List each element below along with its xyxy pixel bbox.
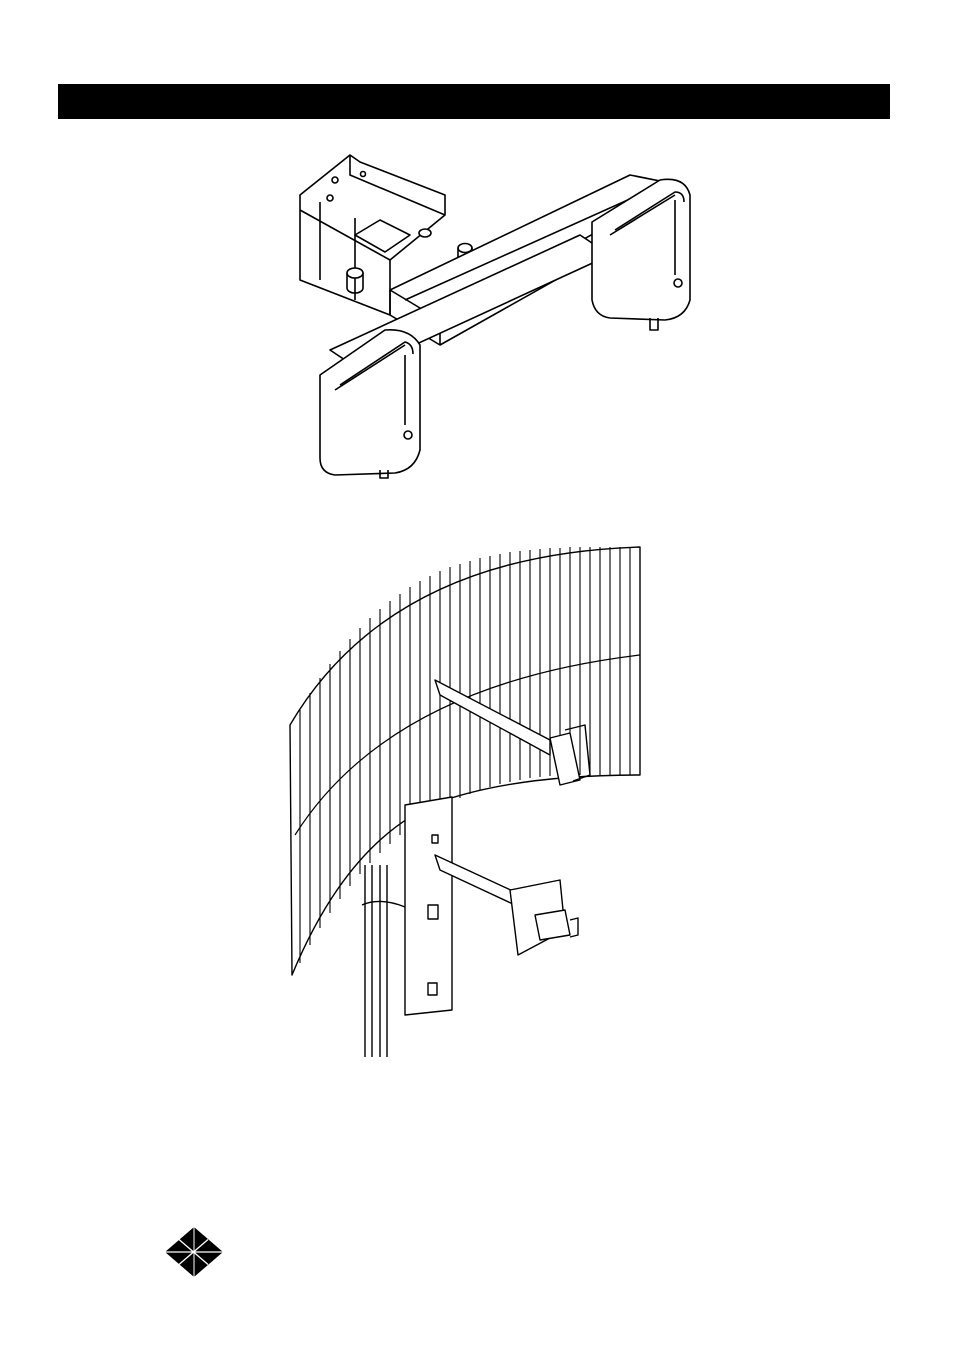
header-bar xyxy=(58,84,890,119)
bracket-assembly-illustration xyxy=(280,140,710,490)
grid-antenna-illustration xyxy=(270,535,660,1065)
black-box-diamond-logo xyxy=(165,1227,223,1277)
